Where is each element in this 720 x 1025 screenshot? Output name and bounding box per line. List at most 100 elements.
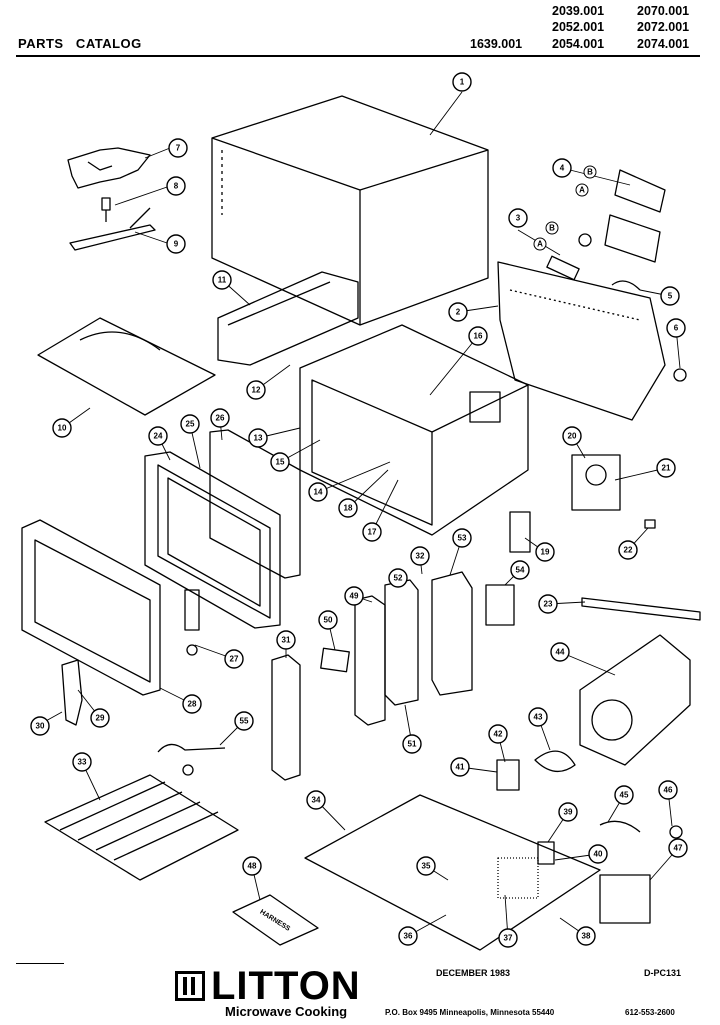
fan-drawing [534,750,576,772]
callout-number: 47 [674,844,683,853]
diode-drawing [537,841,555,865]
callout-circle [212,270,232,290]
callout-circle [242,856,262,876]
callout-35: 35 [416,856,436,876]
sub-label: A [579,186,585,195]
callout-circle [528,707,548,727]
callout-circle [576,926,596,946]
callout-44: 44 [550,642,570,662]
latch-drawing [61,659,83,726]
harness-box-label: HARNESS [258,909,291,933]
callout-number: 18 [344,504,353,513]
callout-number: 2 [456,308,461,317]
callout-circle [388,568,408,588]
choke-drawing [271,654,301,781]
callout-2: 2 [448,302,468,322]
header-rule [16,55,700,57]
callout-circle [210,408,230,428]
callout-54: 54 [510,560,530,580]
callout-29: 29 [90,708,110,728]
screw-drawing [101,197,111,222]
fuse-holder-drawing [509,511,531,553]
callout-number: 19 [541,548,550,557]
callout-53: 53 [452,528,472,548]
door-panel-drawing [21,519,161,696]
callout-number: 20 [568,432,577,441]
callout-circle [362,522,382,542]
thermostat-drawing [644,519,656,529]
callout-36: 36 [398,926,418,946]
lamp-bracket-drawing [604,169,666,263]
callout-42: 42 [488,724,508,744]
callout-number: 27 [230,655,239,664]
callout-circle [410,546,430,566]
callout-number: 33 [78,758,87,767]
callout-number: 41 [456,763,465,772]
callout-28: 28 [182,694,202,714]
sub-label: B [549,224,555,233]
callout-13: 13 [248,428,268,448]
rod-drawing [581,597,701,621]
base-plate-drawing [304,794,601,951]
rack-drawing [44,774,239,881]
callout-number: 52 [394,574,403,583]
callout-number: 53 [458,534,467,543]
callout-number: 6 [674,324,679,333]
callout-21: 21 [656,458,676,478]
callout-circle [666,318,686,338]
callout-circle [166,176,186,196]
callout-circle [550,642,570,662]
callout-circle [562,426,582,446]
callout-number: 13 [254,434,263,443]
company-phone: 612-553-2600 [625,1008,675,1017]
speaker-grille-drawing [485,584,515,626]
callout-49: 49 [344,586,364,606]
callout-number: 32 [416,552,425,561]
callout-number: 9 [174,240,179,249]
callout-24: 24 [148,426,168,446]
callout-circle [318,610,338,630]
sub-label-circle [545,221,559,235]
callout-circle [344,586,364,606]
door-frame-drawing [144,451,281,629]
callout-circle [72,752,92,772]
control-panel-drawing [354,595,386,726]
callout-31: 31 [276,630,296,650]
model-number: 2054.001 [552,37,605,51]
sub-label-circle [575,183,589,197]
magnetron-drawing [571,454,621,511]
callout-circle [180,414,200,434]
callout-number: 31 [282,636,291,645]
sub-label: A [537,240,543,249]
callout-5: 5 [660,286,680,306]
callout-38: 38 [576,926,596,946]
callout-circle [246,380,266,400]
callout-circle [402,734,422,754]
callout-4: 4 [552,158,572,178]
callout-number: 39 [564,808,573,817]
callout-48: 48 [242,856,262,876]
callout-3: 3 [508,208,528,228]
catalog-code: D-PC131 [644,968,682,978]
callout-circle [508,208,528,228]
callout-number: 44 [556,648,565,657]
callout-number: 1 [460,78,465,87]
callout-39: 39 [558,802,578,822]
callout-circle [338,498,358,518]
model-number: 2072.001 [637,20,690,34]
callout-1: 1 [452,72,472,92]
callout-circle [448,302,468,322]
callout-number: 49 [350,592,359,601]
callout-number: 4 [560,164,565,173]
company-address: P.O. Box 9495 Minneapolis, Minnesota 554… [385,1008,555,1017]
callout-number: 8 [174,182,179,191]
callout-22: 22 [618,540,638,560]
callout-number: 16 [474,332,483,341]
callout-circle [308,482,328,502]
callout-circle [224,649,244,669]
callout-14: 14 [308,482,328,502]
model-number: 2070.001 [637,4,690,18]
callout-number: 38 [582,932,591,941]
callout-circle [166,234,186,254]
sub-label-circle [583,165,597,179]
